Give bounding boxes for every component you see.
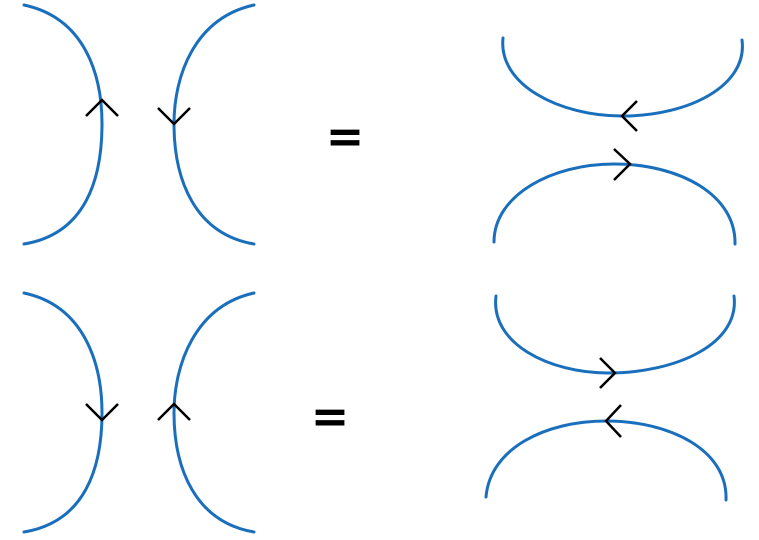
eq2-right-arc-arrow-icon bbox=[157, 402, 191, 421]
eq1-lower-arc-curve bbox=[492, 162, 737, 246]
eq1-right-arc-arrow-icon bbox=[157, 107, 191, 126]
eq1-right-arc-curve bbox=[172, 3, 256, 246]
eq1-left-arc-curve bbox=[22, 3, 104, 246]
eq2-left-arc-arrow-icon bbox=[85, 403, 119, 422]
eq2-lower-arc-curve bbox=[484, 419, 728, 502]
eq1-lower-arc-arrow-icon bbox=[613, 148, 632, 181]
eq1-upper-arc-curve bbox=[501, 36, 744, 118]
eq1-upper-arc-arrow-icon bbox=[620, 100, 638, 132]
eq2-upper-arc-arrow-icon bbox=[599, 357, 617, 389]
equation-1: = bbox=[22, 3, 744, 246]
eq1-equals-sign: = bbox=[326, 109, 365, 163]
eq2-upper-arc-curve bbox=[494, 294, 736, 375]
eq1-left-arc-arrow-icon bbox=[85, 98, 119, 117]
equation-2: = bbox=[22, 291, 736, 534]
eq2-left-arc-curve bbox=[22, 291, 104, 534]
eq2-right-arc-curve bbox=[172, 291, 256, 534]
eq2-equals-sign: = bbox=[311, 389, 350, 443]
eq2-lower-arc-arrow-icon bbox=[604, 404, 622, 438]
